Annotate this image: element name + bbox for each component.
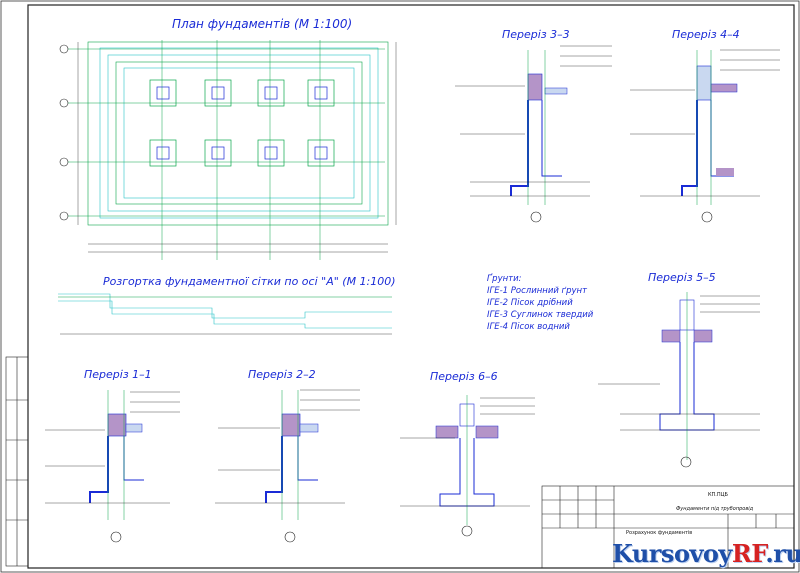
- section-3-3: [455, 45, 612, 223]
- title-block: [541, 485, 795, 569]
- legend-item-3: ІГЕ-3 Суглинок твердий: [487, 310, 594, 320]
- plan-column-footings: [149, 79, 335, 167]
- section-4-4: [630, 49, 780, 223]
- soil-legend: Ґрунти: ІГЕ-1 Рослинний ґрунт ІГЕ-2 Пісо…: [487, 273, 594, 332]
- section-5-5: [598, 292, 760, 468]
- section-2-2: [215, 389, 360, 543]
- section-1-1: [45, 390, 180, 543]
- binding-strip: [5, 356, 29, 567]
- inner-frame: [27, 4, 795, 569]
- watermark-accent: RF: [731, 539, 766, 568]
- section-1-1-title: Переріз 1–1: [84, 368, 152, 381]
- foundation-plan: [59, 40, 397, 260]
- legend-item-1: ІГЕ-1 Рослинний ґрунт: [487, 286, 588, 296]
- section-4-4-title: Переріз 4–4: [672, 28, 740, 41]
- watermark-left: Kursovoy: [612, 539, 732, 568]
- plan-dimension-lines: [77, 42, 397, 253]
- section-3-3-title: Переріз 3–3: [502, 28, 570, 41]
- legend-heading: Ґрунти:: [487, 273, 522, 284]
- foundation-unfold: [58, 293, 392, 335]
- section-6-6-title: Переріз 6–6: [430, 370, 498, 383]
- plan-outlines: [87, 41, 389, 226]
- section-6-6: [400, 395, 535, 537]
- watermark-logo: KursovoyRF.ru: [612, 539, 800, 569]
- section-5-5-title: Переріз 5–5: [648, 271, 716, 284]
- watermark-right: .ru: [765, 539, 800, 568]
- plan-axis-markers: [59, 44, 69, 221]
- plan-grid-axes: [62, 40, 385, 260]
- legend-item-2: ІГЕ-2 Пісок дрібний: [487, 298, 573, 308]
- stamp-drawing-title: Розрахунок фундаментів: [626, 530, 692, 536]
- unfold-title: Розгортка фундаментної сітки по осі "А" …: [103, 275, 396, 288]
- stamp-doc-code: КП.ПЦБ: [708, 492, 729, 498]
- section-2-2-title: Переріз 2–2: [248, 368, 316, 381]
- legend-item-4: ІГЕ-4 Пісок водний: [487, 322, 570, 332]
- plan-title: План фундаментів (М 1:100): [172, 17, 352, 31]
- stamp-sheet-title: Фундаменти під трубопровід: [676, 506, 754, 512]
